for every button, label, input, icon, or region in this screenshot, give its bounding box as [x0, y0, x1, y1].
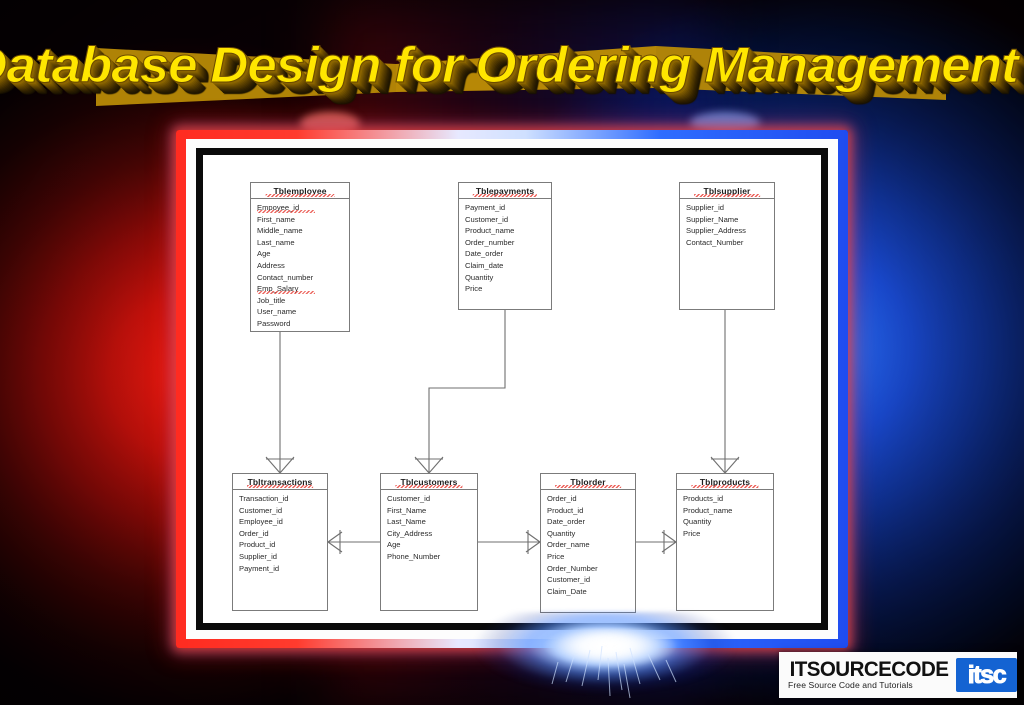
spellcheck-underline: [395, 485, 463, 488]
er-field: Payment_id: [239, 563, 280, 573]
er-field: Price: [465, 284, 483, 294]
er-field: Customer_id: [465, 214, 509, 224]
er-field: Customer_id: [387, 494, 431, 503]
er-field: Age: [387, 540, 401, 550]
er-table-name: Tblsupplier: [703, 185, 751, 196]
er-table-name: Tblemployee: [273, 185, 327, 196]
er-field: Contact_number: [257, 272, 314, 282]
er-field: Last_name: [257, 237, 295, 247]
er-field: Order_Number: [547, 563, 598, 573]
er-table-header: Tblemployee: [251, 183, 349, 199]
spellcheck-underline: [472, 194, 538, 197]
er-field: Last_Name: [387, 517, 426, 527]
light-streaks: [551, 645, 677, 699]
er-field: Product_name: [683, 505, 733, 515]
er-table-name: Tblepayments: [475, 185, 535, 196]
er-field: First_Name: [387, 505, 427, 515]
er-field: Phone_Number: [387, 551, 441, 561]
er-field: Products_id: [683, 494, 724, 503]
er-table-header: Tblorder: [541, 474, 635, 490]
er-field: Address: [257, 260, 285, 270]
er-field: Quantity: [547, 528, 576, 538]
glint-right: [690, 112, 760, 134]
er-field: Order_name: [547, 540, 590, 550]
er-field: Emp_Salary: [257, 283, 349, 295]
er-table-name: Tbltransactions: [247, 476, 313, 487]
er-table-name: Tblcustomers: [400, 476, 458, 487]
er-table-header: Tblsupplier: [680, 183, 774, 199]
er-field: Payment_id: [465, 203, 506, 212]
spellcheck-underline: [555, 485, 621, 488]
er-field: Customer_id: [547, 575, 591, 585]
er-field: Order_id: [547, 494, 577, 503]
er-field: Transaction_id: [239, 494, 289, 503]
connector-payments-customers: [428, 310, 506, 473]
er-table-header: Tbltransactions: [233, 474, 327, 490]
er-field: Product_name: [465, 226, 515, 236]
spellcheck-underline: [691, 485, 759, 488]
er-table-name: Tblorder: [570, 476, 606, 487]
logo-badge: itsc: [955, 658, 1017, 692]
er-field: Claim_Date: [547, 586, 587, 596]
er-field: Claim_date: [465, 260, 504, 270]
er-field: Password: [257, 318, 291, 328]
er-field: Customer_id: [239, 505, 283, 515]
er-field: Supplier_Address: [686, 226, 746, 236]
spellcheck-underline: [265, 194, 335, 197]
spellcheck-underline: [247, 485, 313, 488]
bottom-light-core: [520, 628, 700, 688]
er-field: Date_order: [465, 249, 503, 259]
er-field: Contact_Number: [686, 237, 744, 247]
er-table-header: Tblcustomers: [381, 474, 477, 490]
er-field: Job_title: [257, 295, 286, 305]
er-field: Price: [547, 551, 565, 561]
logo-wordmark: ITSOURCECODE: [789, 657, 949, 681]
er-field: Quantity: [683, 517, 712, 527]
itsourcecode-logo[interactable]: ITSOURCECODE Free Source Code and Tutori…: [779, 652, 1017, 698]
er-table-name: Tblproducts: [699, 476, 751, 487]
er-field: City_Address: [387, 528, 433, 538]
logo-text-block: ITSOURCECODE Free Source Code and Tutori…: [779, 657, 950, 691]
er-field: Supplier_id: [686, 203, 724, 212]
er-field: Order_id: [239, 528, 269, 538]
er-field: Date_order: [547, 517, 585, 527]
er-field: Price: [683, 528, 701, 538]
er-field: Order_number: [465, 237, 515, 247]
er-field: Empoyee_id: [257, 202, 349, 214]
er-field: Product_id: [547, 505, 584, 515]
spellcheck-underline: [694, 194, 760, 197]
logo-badge-text: itsc: [967, 661, 1007, 689]
er-field: Supplier_id: [239, 551, 277, 561]
er-table-header: Tblepayments: [459, 183, 551, 199]
er-field: First_name: [257, 214, 295, 224]
er-table-header: Tblproducts: [677, 474, 773, 490]
er-field: Product_id: [239, 540, 276, 550]
er-field: Middle_name: [257, 226, 303, 236]
er-field: Employee_id: [239, 517, 283, 527]
er-field: User_name: [257, 307, 297, 317]
er-field: Quantity: [465, 272, 494, 282]
er-field: Supplier_Name: [686, 214, 739, 224]
er-field: Age: [257, 249, 271, 259]
logo-tagline: Free Source Code and Tutorials: [788, 679, 913, 690]
